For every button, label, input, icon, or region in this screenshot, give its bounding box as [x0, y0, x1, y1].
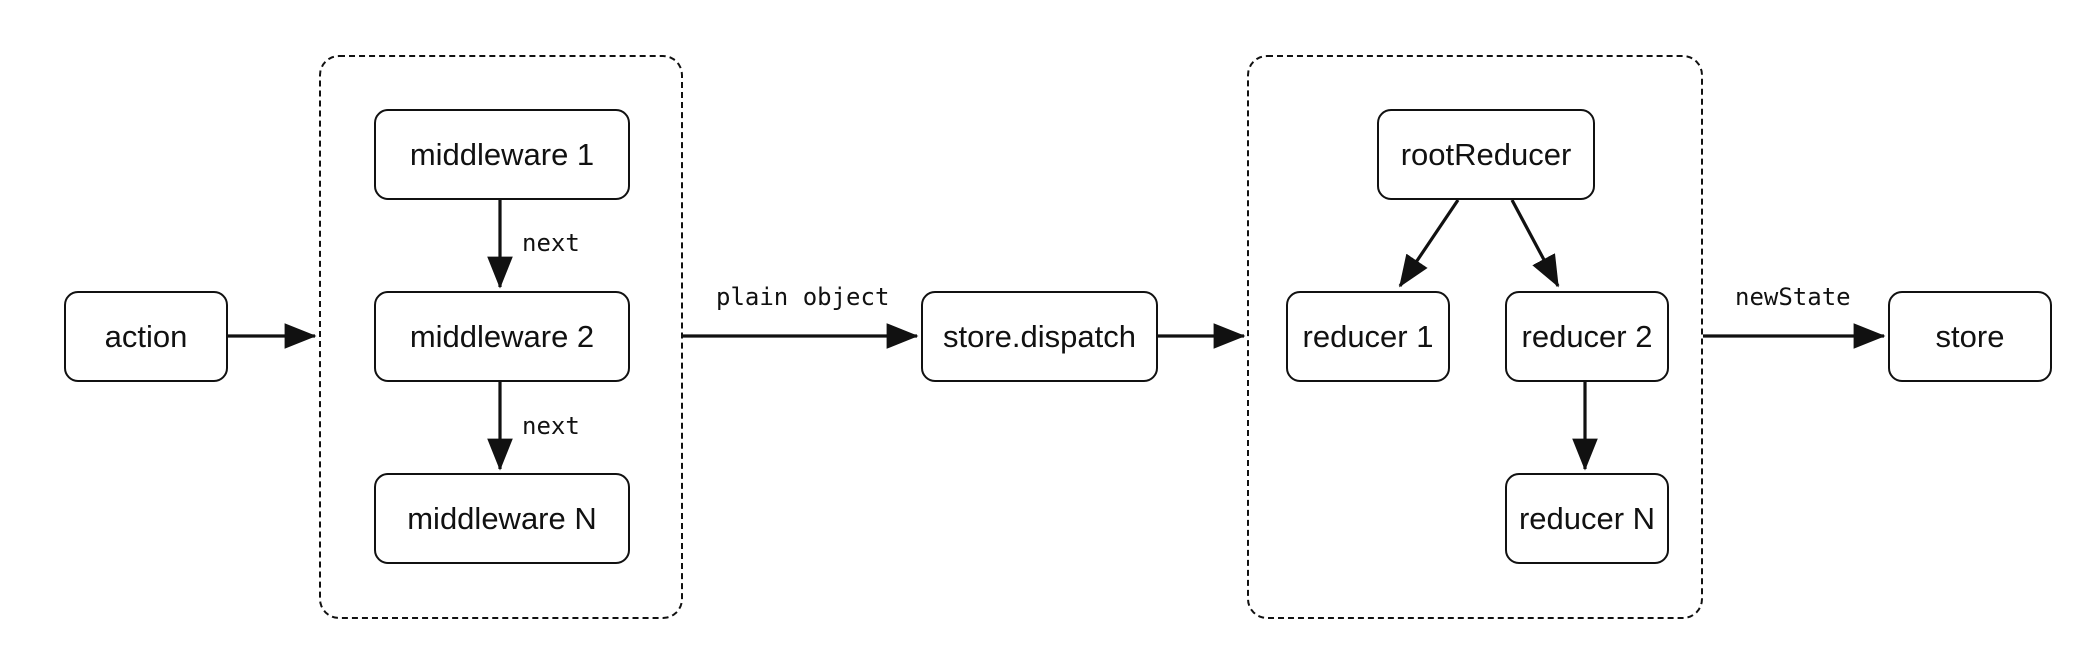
arrow-root-to-reducer1	[1398, 199, 1460, 288]
node-reducer-n: reducer N	[1505, 473, 1669, 564]
node-middleware-1: middleware 1	[374, 109, 630, 200]
edge-label-next-1: next	[522, 229, 580, 257]
node-middleware-n: middleware N	[374, 473, 630, 564]
middleware-group	[319, 55, 683, 619]
node-reducer-2: reducer 2	[1505, 291, 1669, 382]
node-middleware-2: middleware 2	[374, 291, 630, 382]
node-store-dispatch: store.dispatch	[921, 291, 1158, 382]
edge-label-new-state: newState	[1735, 283, 1851, 311]
node-action: action	[64, 291, 228, 382]
node-store: store	[1888, 291, 2052, 382]
edge-label-plain-object: plain object	[716, 283, 890, 311]
reducer-group	[1247, 55, 1703, 619]
node-root-reducer: rootReducer	[1377, 109, 1595, 200]
node-reducer-1: reducer 1	[1286, 291, 1450, 382]
arrow-root-to-reducer2	[1510, 199, 1560, 288]
edge-label-next-2: next	[522, 412, 580, 440]
